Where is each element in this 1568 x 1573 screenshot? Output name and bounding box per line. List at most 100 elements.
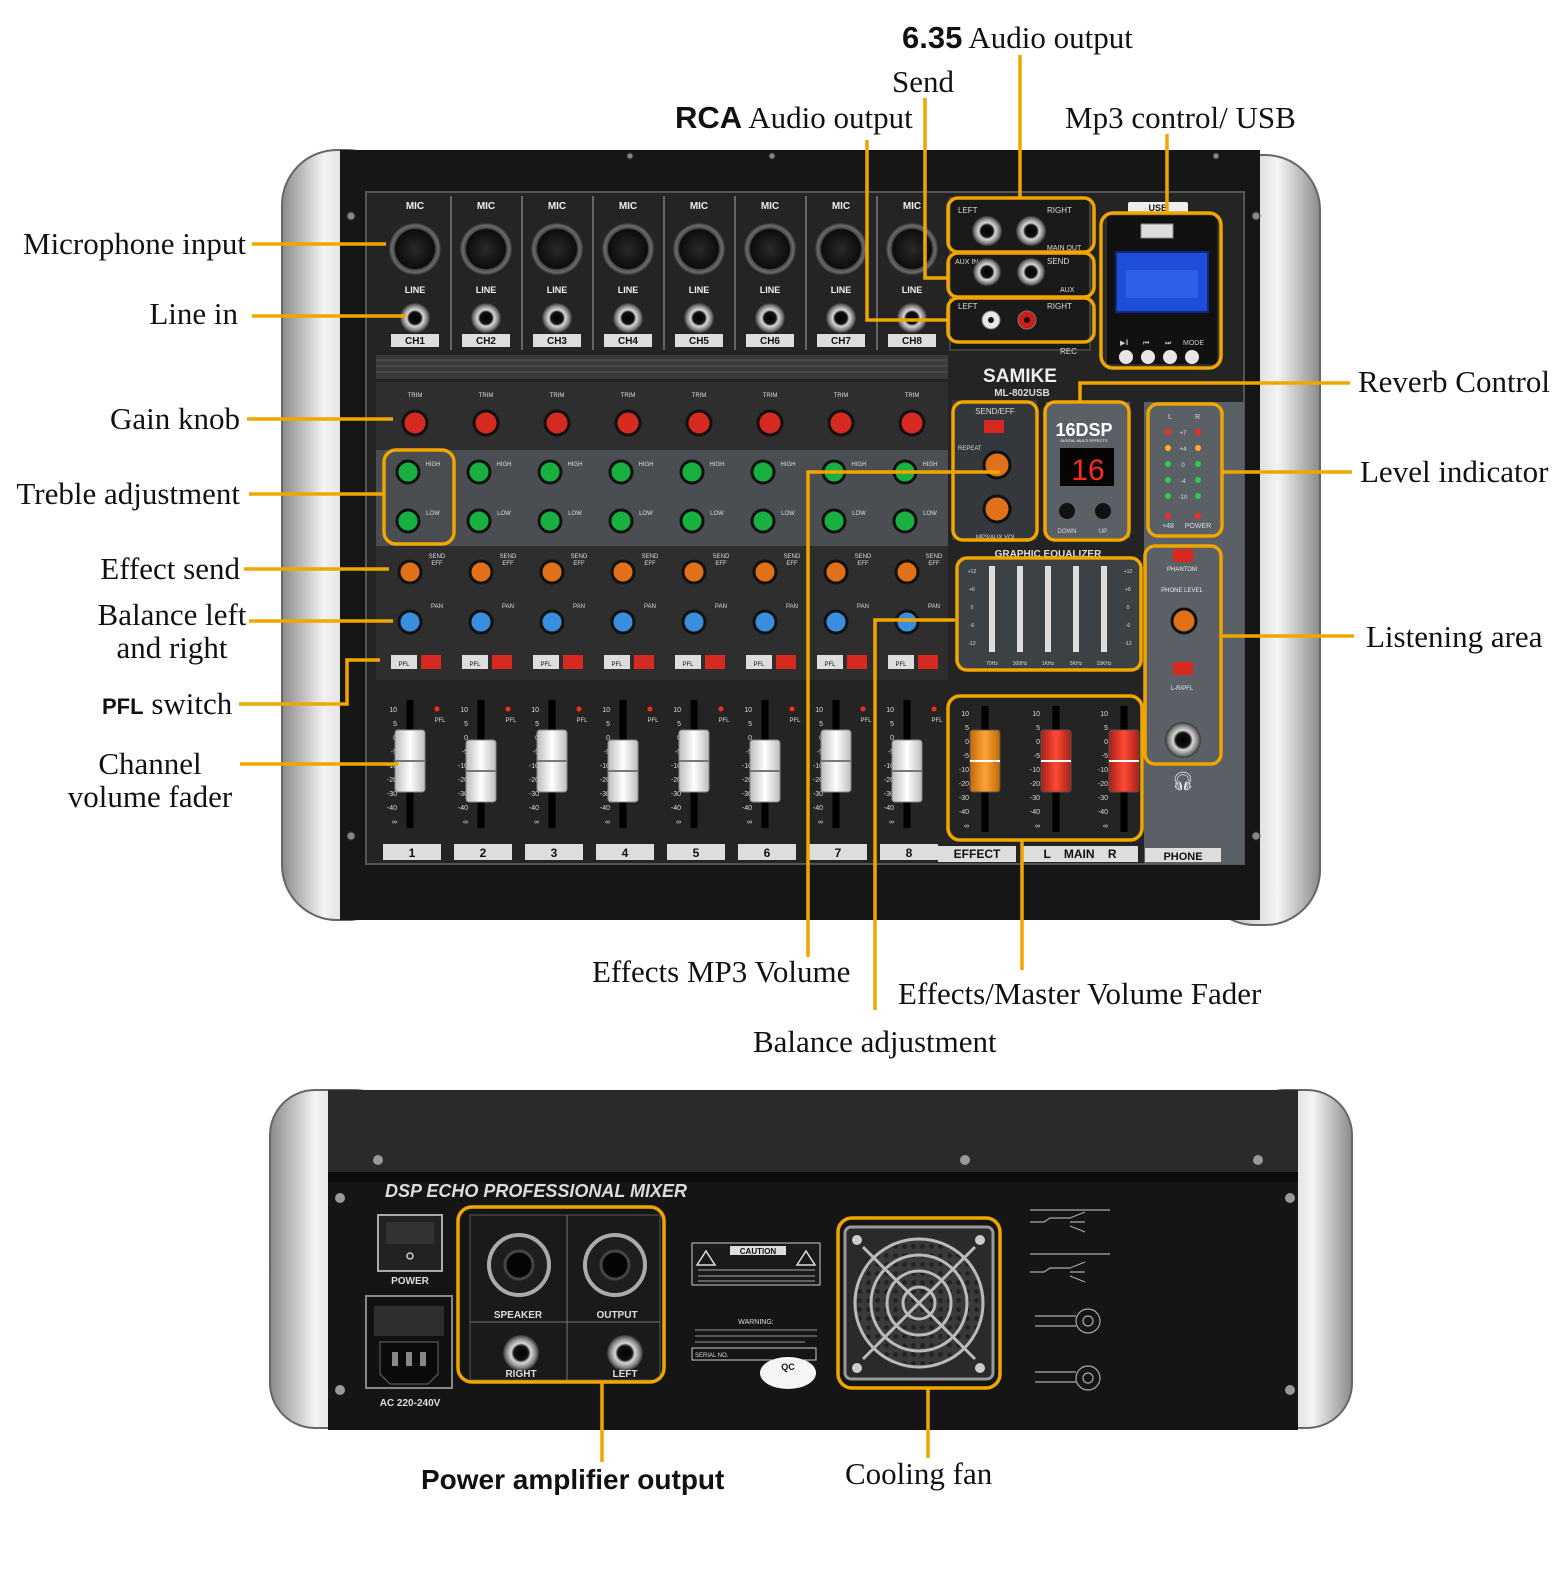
line-input-jack[interactable] — [471, 303, 501, 333]
geq-slider[interactable] — [1101, 566, 1107, 652]
pfl-button[interactable] — [421, 655, 441, 669]
pfl-button[interactable] — [776, 655, 796, 669]
line-label: LINE — [618, 285, 639, 295]
phones-jack[interactable] — [1165, 722, 1201, 758]
mp3-play-button[interactable] — [1119, 350, 1133, 364]
phone-level-knob[interactable] — [1170, 607, 1198, 635]
pan-knob[interactable] — [752, 609, 778, 635]
geq-slider[interactable] — [989, 566, 995, 652]
high-eq-knob[interactable] — [395, 459, 421, 485]
main-out-left-jack[interactable] — [972, 216, 1002, 246]
mp3-next-button[interactable] — [1163, 350, 1177, 364]
effect-send-knob[interactable] — [681, 559, 707, 585]
pan-knob[interactable] — [610, 609, 636, 635]
rear-right-jack[interactable] — [503, 1335, 539, 1371]
xlr-input[interactable] — [744, 223, 796, 275]
xlr-input[interactable] — [531, 223, 583, 275]
xlr-input[interactable] — [886, 223, 938, 275]
effect-send-knob[interactable] — [752, 559, 778, 585]
xlr-input[interactable] — [815, 223, 867, 275]
low-eq-knob[interactable] — [395, 508, 421, 534]
xlr-input[interactable] — [389, 223, 441, 275]
pan-knob[interactable] — [894, 609, 920, 635]
geq-scale-right: +12 — [1124, 569, 1133, 575]
repeat-knob[interactable] — [982, 450, 1012, 480]
trim-knob[interactable] — [472, 409, 500, 437]
pfl-button[interactable] — [705, 655, 725, 669]
pfl-button[interactable] — [847, 655, 867, 669]
effect-send-knob[interactable] — [610, 559, 636, 585]
xlr-input[interactable] — [460, 223, 512, 275]
line-label: LINE — [405, 285, 426, 295]
trim-knob[interactable] — [401, 409, 429, 437]
aux-send-jack[interactable] — [1017, 258, 1045, 286]
trim-knob[interactable] — [827, 409, 855, 437]
pfl-button[interactable] — [563, 655, 583, 669]
main-out-right-jack[interactable] — [1016, 216, 1046, 246]
low-eq-knob[interactable] — [679, 508, 705, 534]
trim-knob[interactable] — [756, 409, 784, 437]
fader-scale-mark: 10 — [389, 707, 397, 714]
low-eq-knob[interactable] — [821, 508, 847, 534]
xlr-input[interactable] — [602, 223, 654, 275]
high-label: HIGH — [639, 462, 654, 468]
fader-scale-mark: -30 — [387, 791, 397, 798]
high-eq-knob[interactable] — [466, 459, 492, 485]
master-scale-mark: 5 — [965, 725, 969, 732]
pan-label: PAN — [573, 604, 585, 610]
rear-left-jack[interactable] — [607, 1335, 643, 1371]
mp3-play-label: ▶‖ — [1120, 340, 1128, 347]
fader-pfl-label: PFL — [860, 718, 872, 724]
low-eq-knob[interactable] — [608, 508, 634, 534]
trim-knob[interactable] — [898, 409, 926, 437]
xlr-input[interactable] — [673, 223, 725, 275]
line-input-jack[interactable] — [542, 303, 572, 333]
fader-scale-mark: 5 — [393, 721, 397, 728]
line-input-jack[interactable] — [613, 303, 643, 333]
high-eq-knob[interactable] — [750, 459, 776, 485]
mp3-aux-vol-knob[interactable] — [982, 494, 1012, 524]
low-eq-knob[interactable] — [750, 508, 776, 534]
trim-knob[interactable] — [543, 409, 571, 437]
usb-port[interactable] — [1140, 223, 1174, 239]
trim-knob[interactable] — [614, 409, 642, 437]
pfl-button[interactable] — [918, 655, 938, 669]
line-input-jack[interactable] — [826, 303, 856, 333]
pan-knob[interactable] — [823, 609, 849, 635]
aux-in-jack[interactable] — [973, 258, 1001, 286]
dsp-down-button[interactable] — [1059, 503, 1075, 519]
effect-send-knob[interactable] — [468, 559, 494, 585]
high-eq-knob[interactable] — [679, 459, 705, 485]
pfl-button[interactable] — [492, 655, 512, 669]
send-eff-button[interactable] — [984, 420, 1004, 433]
pan-knob[interactable] — [539, 609, 565, 635]
effect-send-knob[interactable] — [894, 559, 920, 585]
pfl-led — [647, 706, 653, 712]
line-input-jack[interactable] — [400, 303, 430, 333]
line-input-jack[interactable] — [684, 303, 714, 333]
high-eq-knob[interactable] — [608, 459, 634, 485]
geq-slider[interactable] — [1073, 566, 1079, 652]
pan-knob[interactable] — [397, 609, 423, 635]
trim-knob[interactable] — [685, 409, 713, 437]
line-input-jack[interactable] — [755, 303, 785, 333]
mp3-mode-button[interactable] — [1185, 350, 1199, 364]
line-input-jack[interactable] — [897, 303, 927, 333]
high-eq-knob[interactable] — [537, 459, 563, 485]
geq-slider[interactable] — [1017, 566, 1023, 652]
mp3-prev-button[interactable] — [1141, 350, 1155, 364]
lr-pfl-button[interactable] — [1173, 662, 1193, 675]
effect-send-knob[interactable] — [823, 559, 849, 585]
pan-knob[interactable] — [681, 609, 707, 635]
low-eq-knob[interactable] — [892, 508, 918, 534]
phantom-button[interactable] — [1173, 549, 1193, 562]
pan-knob[interactable] — [468, 609, 494, 635]
geq-slider[interactable] — [1045, 566, 1051, 652]
low-eq-knob[interactable] — [466, 508, 492, 534]
low-eq-knob[interactable] — [537, 508, 563, 534]
fader-pfl-label: PFL — [718, 718, 730, 724]
pfl-button[interactable] — [634, 655, 654, 669]
effect-send-knob[interactable] — [539, 559, 565, 585]
effect-send-knob[interactable] — [397, 559, 423, 585]
dsp-up-button[interactable] — [1095, 503, 1111, 519]
